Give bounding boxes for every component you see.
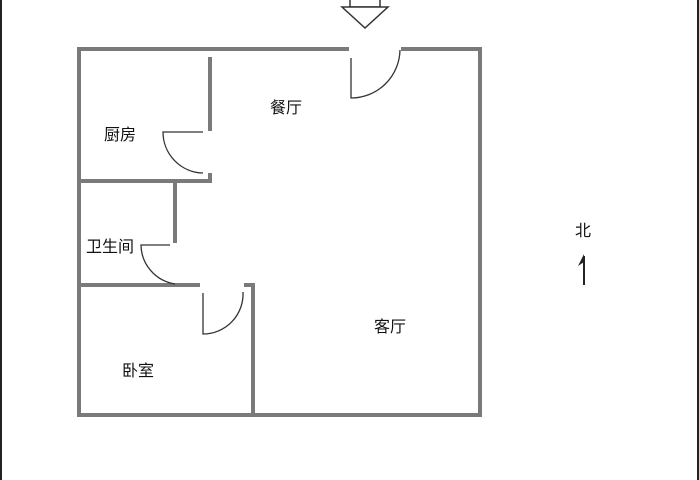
north-label: 北 [575,221,592,240]
outer-wall [77,47,482,417]
bedroom-right-wall [244,283,255,415]
walls [77,47,482,417]
room-label-kitchen: 厨房 [104,125,137,144]
room-label-bathroom: 卫生间 [86,237,135,256]
kitchen-door [162,131,204,174]
room-label-dining: 餐厅 [270,98,303,117]
bathroom-door [140,244,176,285]
entrance-door [350,49,401,99]
north-arrow-icon [578,254,585,285]
bedroom-door [202,291,244,335]
room-label-living: 客厅 [374,317,407,336]
room-label-bedroom: 卧室 [122,361,155,380]
kitchen-bottom-wall [79,173,212,183]
doors [140,49,401,335]
entrance-arrow-icon [340,0,390,30]
